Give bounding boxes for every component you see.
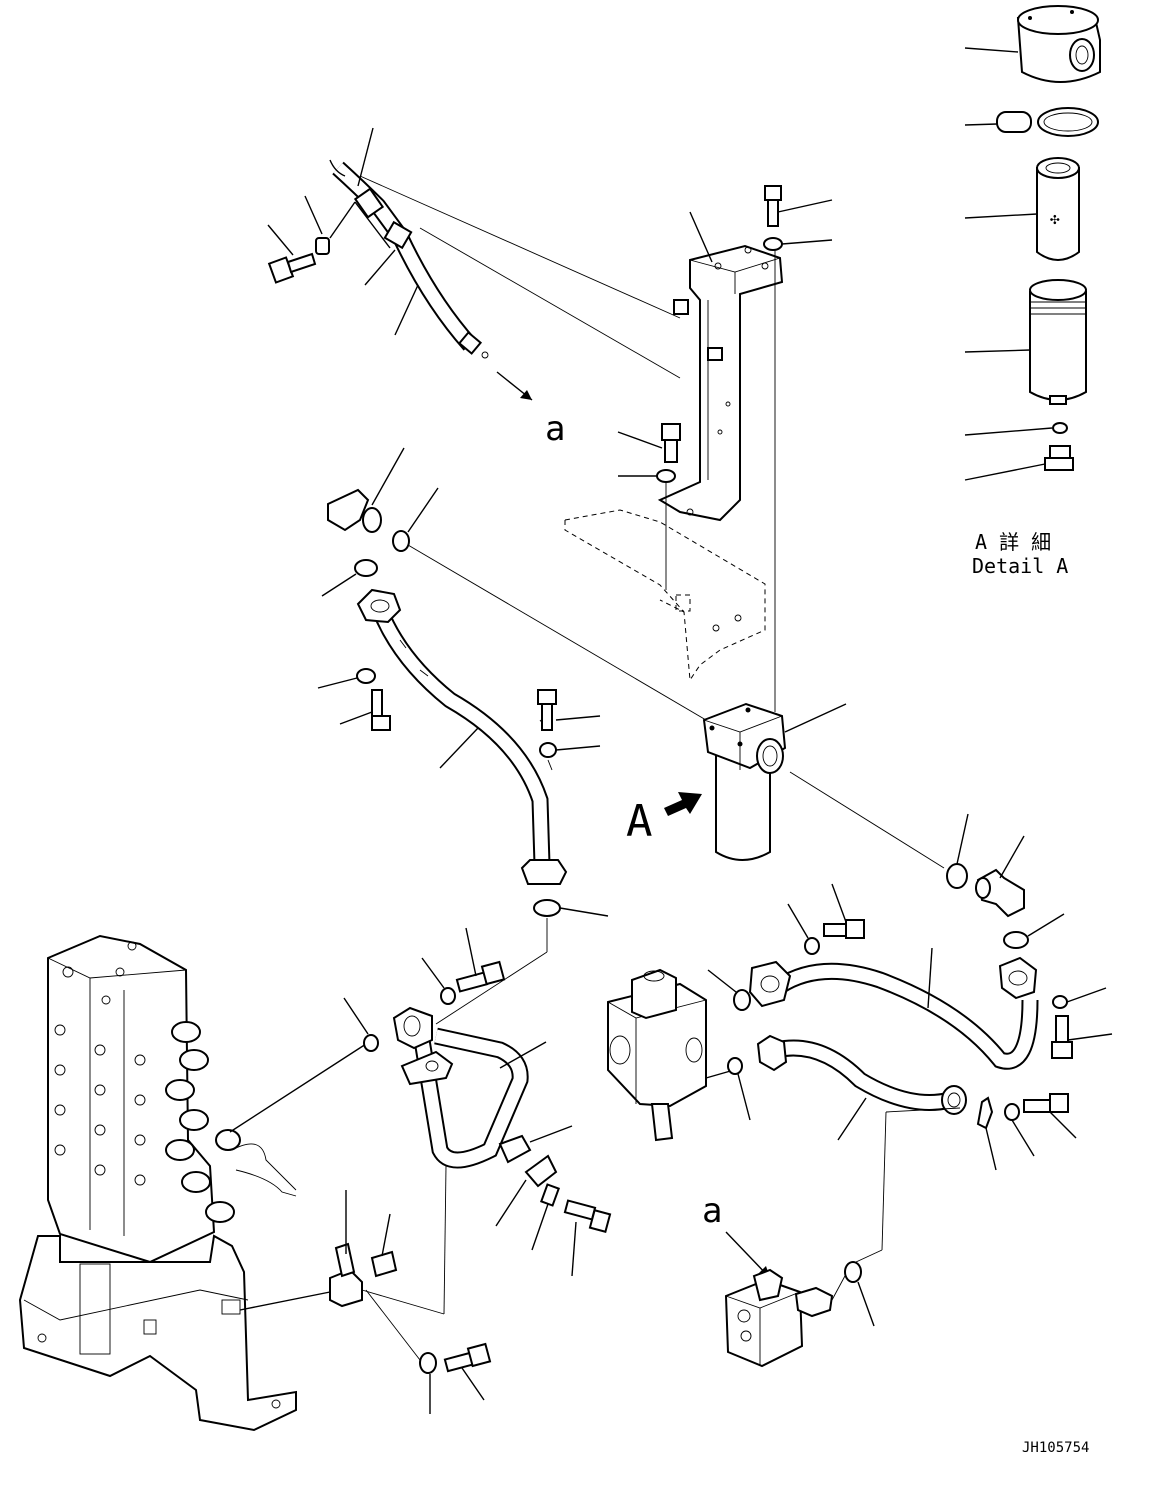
tube-bolt-right	[537, 689, 601, 731]
tube-o-ring	[321, 559, 378, 597]
view-arrow	[664, 792, 702, 816]
return-hose-lower	[756, 1034, 967, 1141]
clamp-plate	[531, 1183, 560, 1251]
hose-bolt	[267, 224, 317, 284]
outlet-bolt-top	[823, 883, 865, 939]
check-valve-right	[975, 835, 1025, 918]
leader-hose-bracket-2	[419, 227, 681, 379]
leader-hose-bracket	[359, 175, 681, 319]
bolt-right-upper	[1051, 1015, 1113, 1059]
leader-clamp-bend	[495, 1179, 527, 1227]
bracket-washer-top	[763, 237, 833, 251]
arrow-right-icon	[664, 792, 702, 816]
tube-washer-left	[317, 668, 376, 689]
detail-title-jp: A 詳 細	[975, 530, 1051, 554]
view-marker-a: A	[626, 796, 653, 847]
clamp-bolt	[563, 1199, 612, 1277]
detail-a-drain-washer	[964, 422, 1068, 436]
bracket-bolt-mid	[617, 423, 681, 463]
inlet-tube	[356, 588, 568, 885]
washer-right-lower	[1004, 1103, 1035, 1157]
block-o-ring-2	[727, 1057, 751, 1121]
control-valve	[18, 934, 367, 1432]
bend-pipe-bolt	[455, 927, 506, 993]
support-bracket	[329, 1165, 447, 1315]
outlet-washer-top	[787, 903, 820, 955]
detail-a-o-ring	[964, 107, 1099, 137]
leader-valve-filter	[407, 544, 707, 721]
relief-valve-block	[607, 968, 735, 1142]
leader-pipe-upper	[435, 951, 548, 1025]
detail-title-en: Detail A	[972, 554, 1068, 578]
leader-filter-outlet	[789, 771, 945, 869]
tube-washer-right	[539, 742, 601, 758]
detail-a-filter-element: ✣	[964, 157, 1080, 261]
return-hose-upper	[748, 947, 1039, 1070]
detail-a-filter-case	[964, 279, 1087, 405]
bend-pipe-washer	[421, 957, 456, 1005]
bracket-mount-plate	[564, 509, 766, 682]
clamp-right	[976, 1096, 997, 1171]
hose-washer	[304, 195, 330, 255]
solenoid-block	[724, 1268, 847, 1368]
drawing-number: JH105754	[1022, 1440, 1089, 1456]
outlet-o-ring-2	[1003, 913, 1065, 949]
solenoid-o-ring	[844, 1107, 961, 1327]
line-filter	[702, 702, 847, 861]
support-bolt	[443, 1342, 492, 1401]
ref-label-a-bottom: a	[702, 1191, 722, 1231]
pipe-clamp	[498, 1125, 573, 1188]
tube-o-ring-bottom	[533, 899, 609, 917]
bracket-bolt-top	[764, 185, 833, 227]
block-o-ring-1	[707, 969, 751, 1011]
ref-label-a-top: a	[545, 409, 565, 449]
filter-bracket	[657, 211, 784, 522]
cv-o-ring	[343, 997, 379, 1052]
detail-a-drain-plug	[964, 445, 1074, 481]
valve-o-ring	[392, 487, 439, 552]
ref-arrow-a-bottom	[725, 1231, 771, 1279]
bracket-washer-mid	[618, 469, 676, 483]
bolt-right-lower	[1023, 1093, 1077, 1139]
bend-pipe	[392, 1006, 547, 1169]
support-washer	[365, 1289, 437, 1414]
washer-right-upper	[1052, 987, 1107, 1009]
pilot-hose	[329, 127, 489, 359]
svg-text:✣: ✣	[1050, 209, 1060, 228]
tube-bolt-left	[339, 689, 391, 731]
ref-arrow-a-top	[496, 371, 533, 401]
check-valve	[327, 447, 405, 533]
detail-a-filter-head	[964, 5, 1101, 83]
outlet-o-ring	[946, 813, 969, 889]
